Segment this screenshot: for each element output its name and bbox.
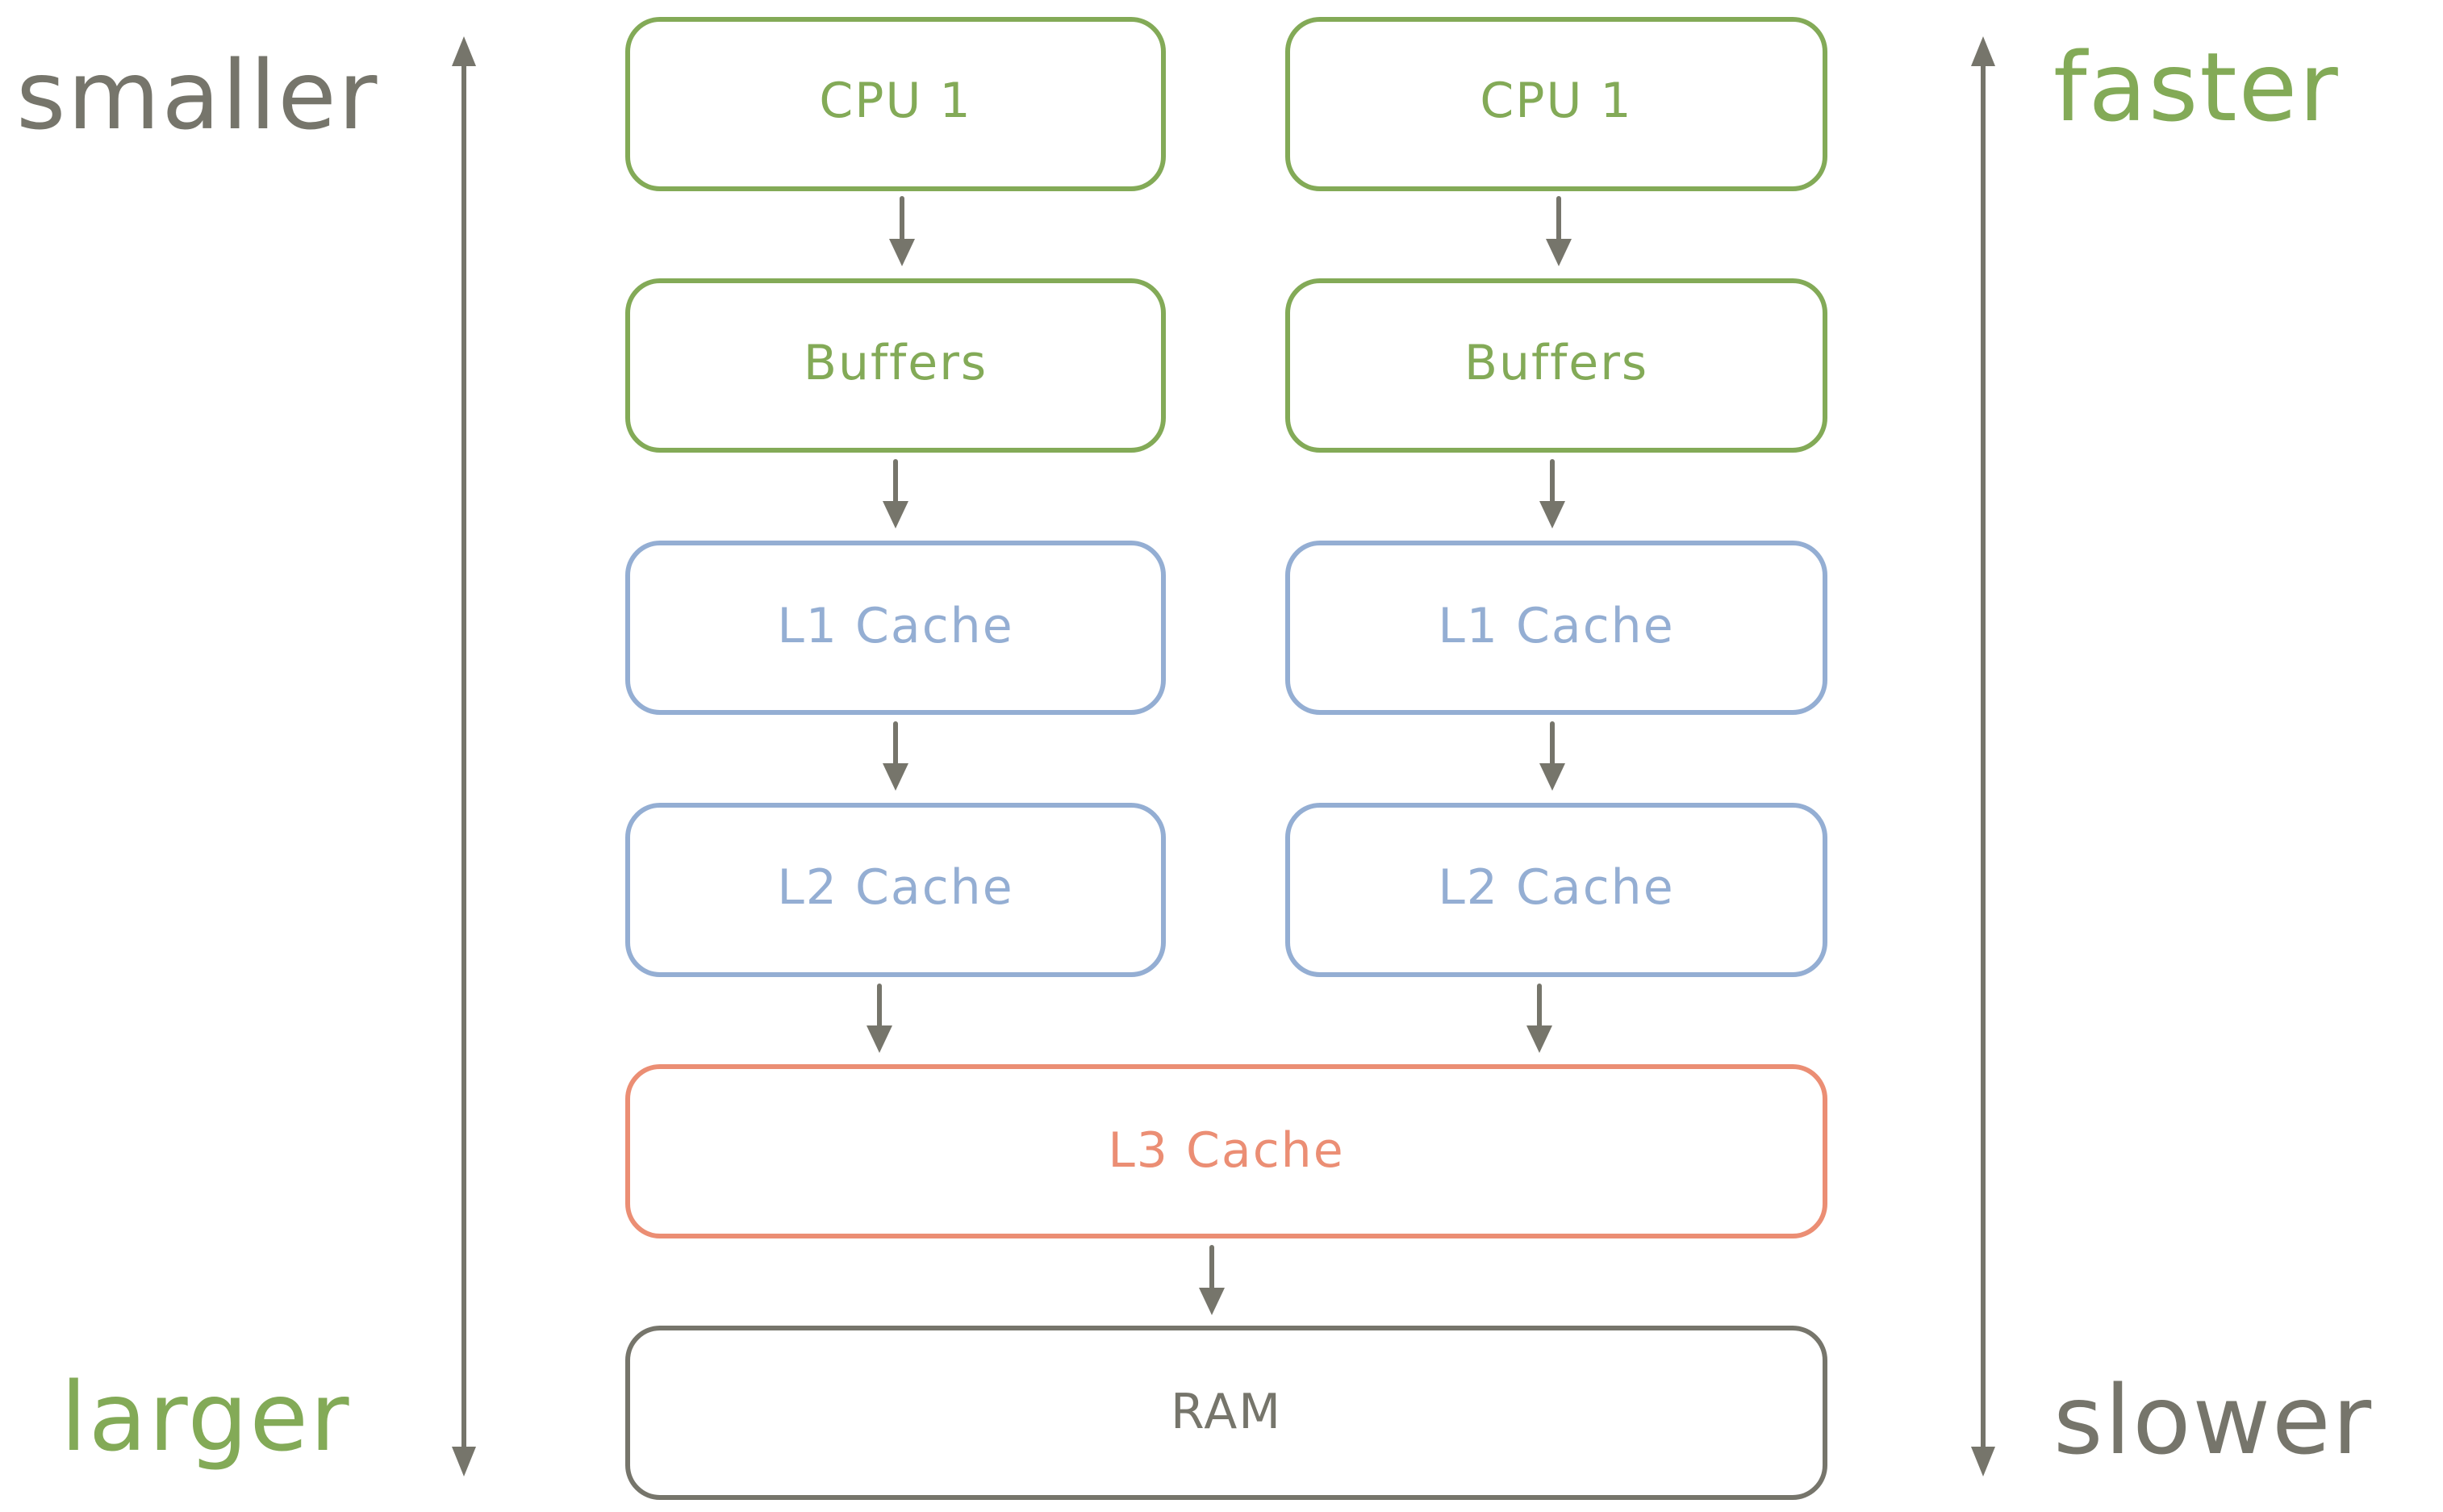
column-2: CPU 1 Buffers L1 Cache L2 Cache	[1285, 17, 1827, 977]
l2-cache-box-1	[625, 803, 1166, 977]
buffers-box-1	[625, 278, 1166, 453]
l3-cache-box	[625, 1064, 1827, 1238]
cpu-box-1	[625, 17, 1166, 191]
l1-cache-label-1: L1 Cache	[777, 598, 1013, 654]
size-axis	[452, 36, 476, 1476]
l1-cache-box-2	[1285, 541, 1827, 715]
arrow-l2-to-l3-1-head	[867, 1025, 892, 1053]
arrow-buffers-to-l1-2-head	[1539, 501, 1565, 528]
cpu-label-1: CPU 1	[819, 73, 971, 129]
column-1: CPU 1 Buffers L1 Cache L2 Cache	[625, 17, 1166, 977]
connector-arrows	[867, 196, 1572, 1315]
arrow-l1-to-l2-1-head	[883, 763, 908, 791]
speed-axis-bottom-arrowhead	[1971, 1447, 1995, 1476]
arrow-buffers-to-l1-1-head	[883, 501, 908, 528]
speed-axis	[1971, 36, 1995, 1476]
size-axis-top-arrowhead	[452, 36, 476, 66]
ram-label: RAM	[1171, 1384, 1282, 1440]
arrow-l1-to-l2-2-head	[1539, 763, 1565, 791]
ram-box	[625, 1326, 1827, 1500]
l1-cache-label-2: L1 Cache	[1438, 598, 1674, 654]
cpu-box-2	[1285, 17, 1827, 191]
slower-label: slower	[2053, 1364, 2373, 1476]
l2-cache-label-2: L2 Cache	[1438, 859, 1674, 916]
larger-label: larger	[61, 1361, 351, 1472]
speed-axis-top-arrowhead	[1971, 36, 1995, 66]
size-axis-bottom-arrowhead	[452, 1447, 476, 1476]
arrow-l3-to-ram-head	[1199, 1288, 1225, 1315]
l3-cache-label: L3 Cache	[1108, 1122, 1344, 1179]
buffers-label-2: Buffers	[1464, 335, 1648, 391]
arrow-cpu-to-buffers-1-head	[889, 239, 915, 266]
l2-cache-label-1: L2 Cache	[777, 859, 1013, 916]
arrow-cpu-to-buffers-2-head	[1546, 239, 1572, 266]
arrow-l2-to-l3-2-head	[1526, 1025, 1552, 1053]
faster-label: faster	[2053, 31, 2340, 143]
buffers-box-2	[1285, 278, 1827, 453]
buffers-label-1: Buffers	[804, 335, 988, 391]
cpu-label-2: CPU 1	[1480, 73, 1632, 129]
smaller-label: smaller	[16, 40, 378, 151]
l1-cache-box-1	[625, 541, 1166, 715]
l2-cache-box-2	[1285, 803, 1827, 977]
